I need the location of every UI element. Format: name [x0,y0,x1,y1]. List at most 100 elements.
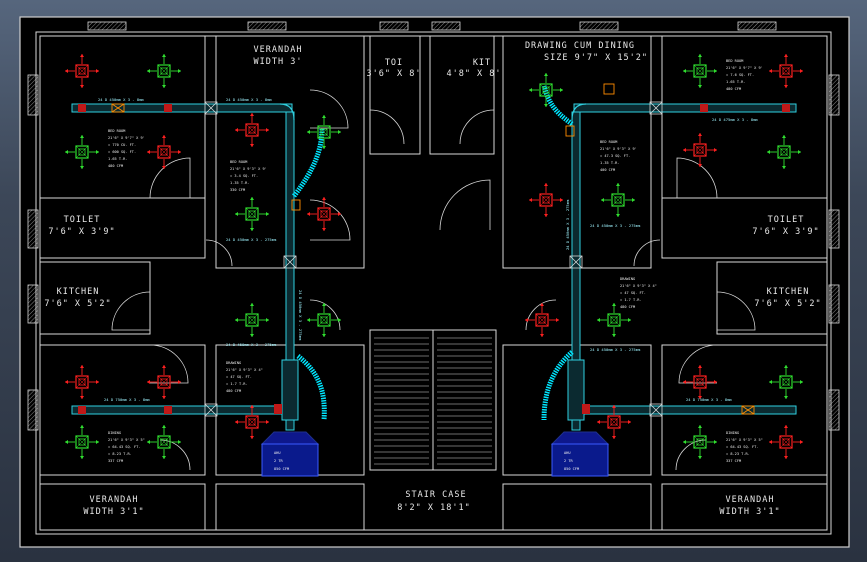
room-verandah-br-size: WIDTH 3'1" [719,507,780,517]
note-dining-r: DINING 21'6" X 9'3" X 5" = 64.43 SQ. FT.… [726,431,763,463]
duct-label-top-mid: 24 D 450mm X 3 - 8mm [226,97,272,102]
supply-diffuser-icon [529,183,563,217]
ahu-left-line-2: 2 TR [274,459,283,463]
note-line: 480 CFM [726,87,742,91]
note-line: DRAWING [226,361,241,365]
note-line: 1.65 T.R. [726,80,745,84]
duct-label-bottom-left: 24 D 750mm X 3 - 8mm [104,397,150,402]
ahu-right-line-2: 2 TR [564,459,573,463]
duct-label-mid-left: 24 D 450mm X 3 - 275mm [226,237,277,242]
note-line: = 600 SQ. FT. [108,150,136,154]
ahu-left-line-3: 850 CFM [274,467,290,471]
duct-label-vertical-left: 24 D 450mm X 3 - 275mm [298,290,303,341]
note-line: = 7.6 SQ. FT. [726,73,754,77]
note-line: 21'6" X 9'3" X 9' [230,167,267,171]
note-line: = 8.23 T.R. [108,452,132,456]
note-line: 1.35 T.R. [600,161,619,165]
supply-diffuser-icon [147,135,181,169]
duct-label-center-right: 24 D 450mm X 3 - 275mm [590,347,641,352]
note-line: 21'6" X 9'3" X 5" [726,438,763,442]
duct-label-top-left: 24 D 450mm X 3 - 8mm [98,97,144,102]
diffuser-layer [65,54,803,459]
supply-diffuser-icon [307,197,341,231]
supply-diffuser-icon [235,113,269,147]
note-line: BED ROOM [726,59,744,63]
return-diffuser-icon [597,303,631,337]
return-diffuser-icon [767,135,801,169]
note-line: 337 CFM [108,459,124,463]
supply-diffuser-icon [65,365,99,399]
note-line: = 64.43 SQ. FT. [108,445,140,449]
note-line: 21'6" X 9'3" X 4" [226,368,263,372]
room-drawing-title: DRAWING CUM DINING [525,41,635,51]
note-bed-room-tr: BED ROOM 21'6" X 9'7" X 9' = 7.6 SQ. FT.… [726,59,763,91]
ahu-unit-left: AHU 2 TR 850 CFM [260,431,320,477]
note-line: 21'6" X 9'3" X 4" [620,284,657,288]
note-line: DRAWING [620,277,635,281]
return-diffuser-icon [307,115,341,149]
supply-diffuser-icon [683,365,717,399]
supply-diffuser-icon [235,405,269,439]
duct-label-mid-right: 24 D 450mm X 3 - 275mm [590,223,641,228]
return-diffuser-icon [235,197,269,231]
supply-diffuser-icon [769,54,803,88]
return-diffuser-icon [683,425,717,459]
note-line: 1.35 T.R. [230,181,249,185]
note-line: 21'6" X 9'3" X 9' [600,147,637,151]
staircase-treads [374,337,492,465]
note-line: = 47.3 SQ. FT. [600,154,630,158]
note-line: = 3.4 SQ. FT. [230,174,258,178]
room-verandah-bl-size: WIDTH 3'1" [83,507,144,517]
duct-label-bottom-right: 24 D 750mm X 3 - 8mm [686,397,732,402]
note-line: 480 CFM [108,164,124,168]
note-line: 400 CFM [600,168,616,172]
duct-label-top-right: 24 D 475mm X 3 - 8mm [712,117,758,122]
room-kitchen-right-title: KITCHEN [767,287,810,297]
duct-label-center-left: 24 D 450mm X 3 - 275mm [226,342,277,347]
room-verandah-bl-title: VERANDAH [90,495,139,505]
note-line: = 64.43 SQ. FT. [726,445,758,449]
note-line: = 1.7 T.R. [226,382,248,386]
room-toi-title: TOI [385,58,403,68]
room-toilet-left-title: TOILET [64,215,101,225]
duct-label-vertical-right: 24 D 450mm X 3 - 275mm [565,199,570,250]
load-notes: BED ROOM 21'6" X 9'7" X 9' = 770 CU. FT.… [108,59,763,463]
note-line: = 1.7 T.R. [620,298,642,302]
return-diffuser-icon [683,54,717,88]
return-diffuser-icon [65,135,99,169]
note-dining-l: DINING 21'6" X 9'3" X 5" = 64.43 SQ. FT.… [108,431,145,463]
room-labels: VERANDAH WIDTH 3' TOI 3'6" X 8' KIT 4'8"… [44,41,821,517]
return-diffuser-icon [235,303,269,337]
note-line: = 47 SQ. FT. [226,375,252,379]
supply-diffuser-icon [147,365,181,399]
supply-diffuser-icon [597,405,631,439]
return-diffuser-icon [601,183,635,217]
note-line: BED ROOM [600,140,618,144]
supply-diffuser-icon [65,54,99,88]
room-toilet-left-size: 7'6" X 3'9" [48,227,115,237]
ahu-right-line-3: 850 CFM [564,467,580,471]
note-line: 330 CFM [230,188,246,192]
note-line: 337 CFM [726,459,742,463]
supply-diffuser-icon [683,133,717,167]
ahu-right-line-1: AHU [564,451,571,455]
return-diffuser-icon [769,365,803,399]
room-kitchen-right-size: 7'6" X 5'2" [754,299,821,309]
note-line: 21'6" X 9'7" X 9' [726,66,763,70]
note-line: BED ROOM [230,160,248,164]
room-verandah-top-size: WIDTH 3' [254,57,303,67]
room-staircase-size: 8'2" X 18'1" [397,503,470,513]
duct-network [71,83,797,431]
return-diffuser-icon [65,425,99,459]
room-toilet-right-size: 7'6" X 3'9" [752,227,819,237]
note-line: DINING [108,431,121,435]
note-line: DINING [726,431,739,435]
drawing-area [19,16,850,548]
note-line: = 8.23 T.R. [726,452,750,456]
supply-diffuser-icon [769,425,803,459]
room-kit-title: KIT [473,58,491,68]
return-diffuser-icon [147,54,181,88]
note-line: 480 CFM [620,305,636,309]
